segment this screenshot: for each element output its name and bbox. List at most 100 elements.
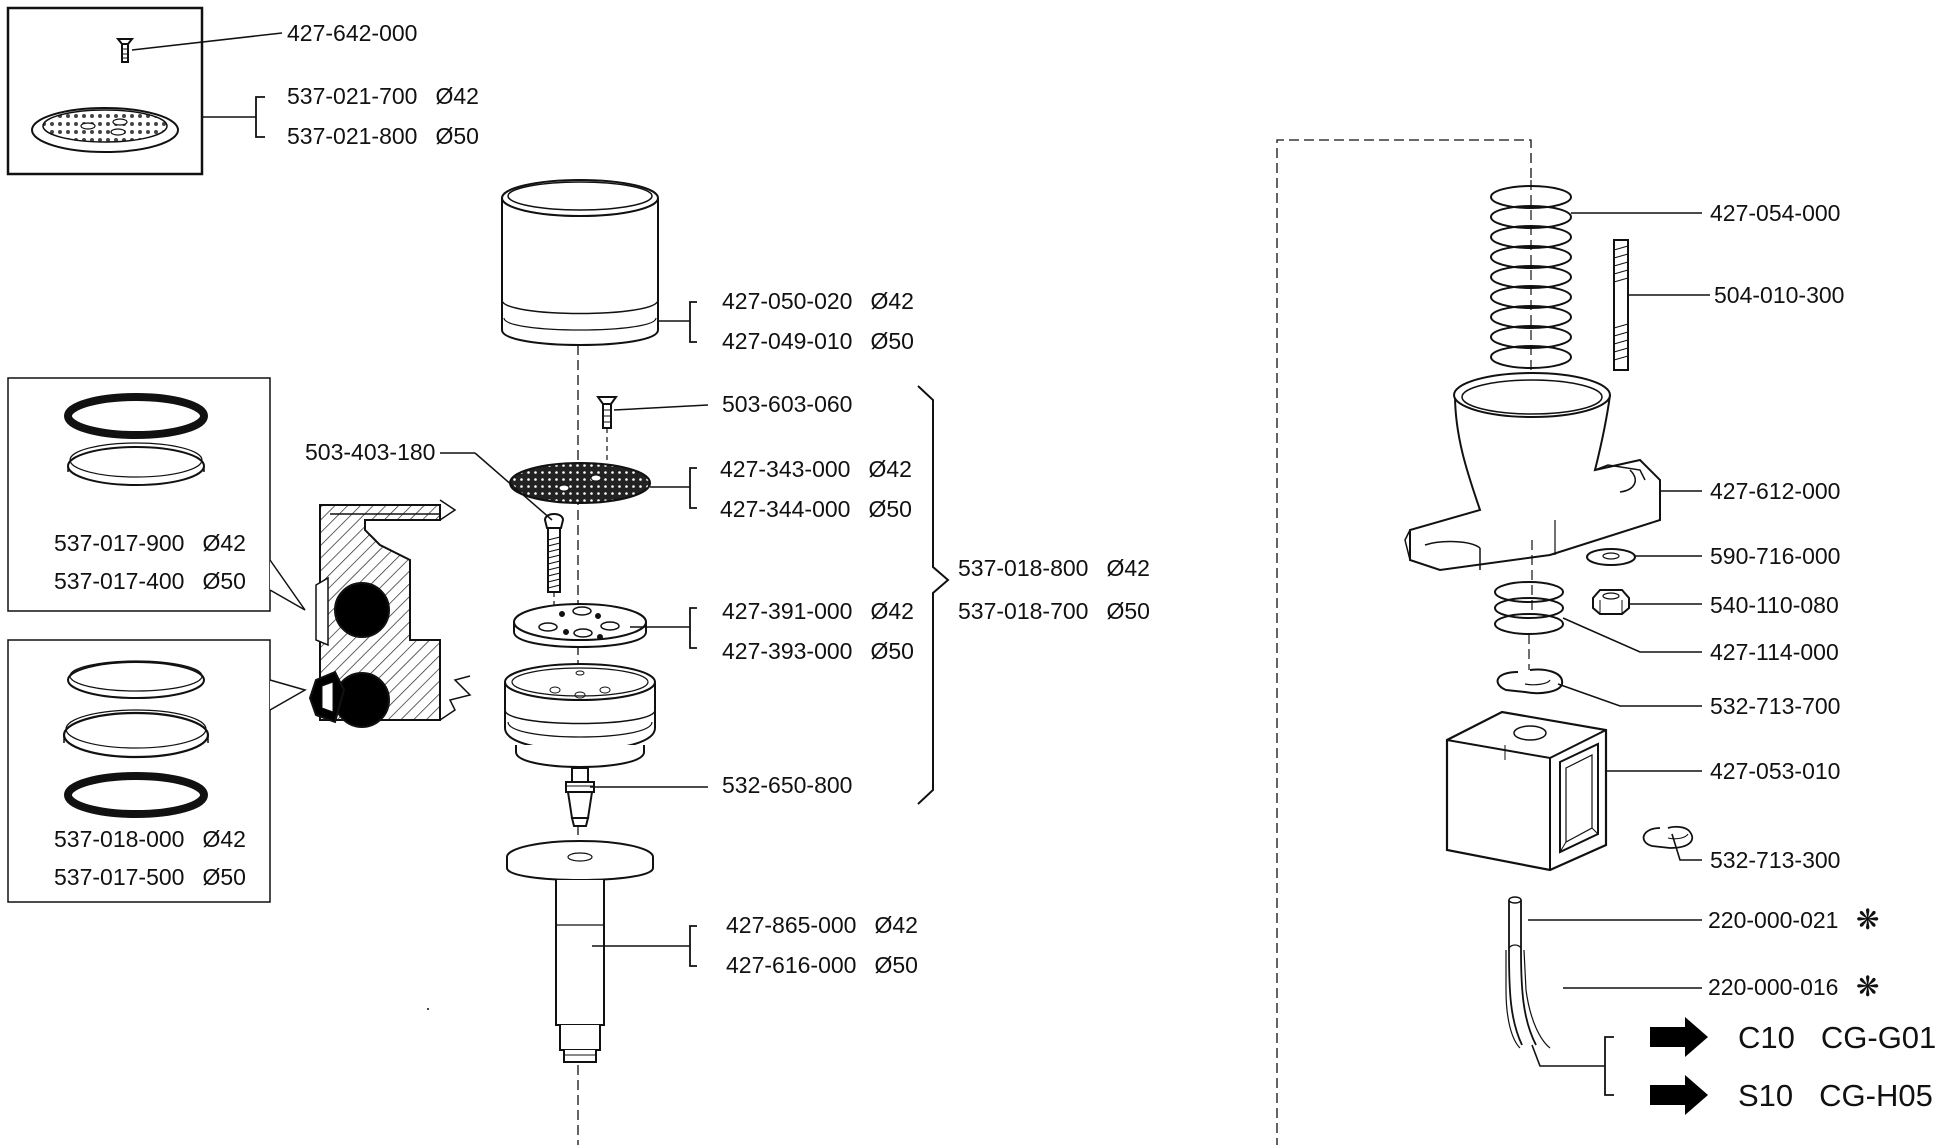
part-number: 427-616-000 — [726, 952, 857, 978]
part-number: 503-603-060 — [722, 391, 853, 417]
ref-s10-cg-h05: S10 CG-H05 — [1738, 1080, 1933, 1111]
diameter: Ø42 — [1106, 555, 1150, 581]
reference-arrows — [1650, 1017, 1708, 1115]
label-427-865-000: 427-865-000 Ø42 — [726, 914, 918, 937]
part-number: 427-049-010 — [722, 328, 853, 354]
diameter: Ø42 — [202, 826, 246, 852]
part-number: 427-343-000 — [720, 456, 851, 482]
inset-gasket-box-2 — [7, 639, 307, 903]
part-number: 427-050-020 — [722, 288, 853, 314]
diameter: Ø42 — [435, 83, 479, 109]
part-number: 427-344-000 — [720, 496, 851, 522]
shaft-427-865-000 — [506, 840, 654, 1063]
diameter: Ø50 — [202, 568, 246, 594]
ref-page: CG-H05 — [1819, 1078, 1933, 1113]
part-number: 220-000-016 — [1708, 974, 1839, 1000]
circlip-532-713-300 — [1642, 825, 1694, 849]
part-number: 537-021-700 — [287, 83, 418, 109]
label-427-393-000: 427-393-000 Ø50 — [722, 640, 914, 663]
label-220-000-016: 220-000-016 — [1708, 976, 1838, 999]
spring-427-054-000 — [1490, 180, 1572, 410]
part-number: 537-018-800 — [958, 555, 1089, 581]
center-leaders — [440, 301, 950, 967]
distributor-plate — [513, 603, 647, 648]
part-number: 540-110-080 — [1710, 592, 1839, 618]
threaded-rod-504-010-300 — [1613, 239, 1629, 371]
part-number: 537-018-700 — [958, 598, 1089, 624]
diameter: Ø42 — [870, 598, 914, 624]
label-427-053-010: 427-053-010 — [1710, 760, 1840, 783]
diameter: Ø42 — [868, 456, 912, 482]
label-532-713-300: 532-713-300 — [1710, 849, 1840, 872]
diameter: Ø50 — [1106, 598, 1150, 624]
label-503-403-180: 503-403-180 — [305, 441, 435, 464]
part-number: 532-713-300 — [1710, 847, 1841, 873]
part-number: 427-053-010 — [1710, 758, 1841, 784]
label-503-603-060: 503-603-060 — [722, 393, 852, 416]
label-427-344-000: 427-344-000 Ø50 — [720, 498, 912, 521]
washer-590-716-000 — [1586, 548, 1636, 566]
part-number: 427-393-000 — [722, 638, 853, 664]
part-number: 427-054-000 — [1710, 200, 1841, 226]
label-427-612-000: 427-612-000 — [1710, 480, 1840, 503]
label-532-713-700: 532-713-700 — [1710, 695, 1840, 718]
label-540-110-080: 540-110-080 — [1710, 594, 1839, 617]
part-number: 537-018-000 — [54, 826, 185, 852]
diameter: Ø50 — [435, 123, 479, 149]
part-number: 427-612-000 — [1710, 478, 1841, 504]
inset-shower-screen-box — [6, 6, 283, 176]
inset-gasket-box-1 — [7, 377, 306, 612]
diameter: Ø42 — [202, 530, 246, 556]
label-427-049-010: 427-049-010 Ø50 — [722, 330, 914, 353]
part-number: 590-716-000 — [1710, 543, 1841, 569]
screw-503-603-060 — [596, 396, 618, 470]
diameter: Ø42 — [874, 912, 918, 938]
diameter: Ø50 — [874, 952, 918, 978]
label-504-010-300: 504-010-300 — [1714, 284, 1844, 307]
label-532-650-800: 532-650-800 — [722, 774, 852, 797]
ref-code: C10 — [1738, 1020, 1795, 1055]
spring-427-114-000 — [1494, 581, 1564, 670]
part-number: 220-000-021 — [1708, 907, 1839, 933]
diameter: Ø42 — [870, 288, 914, 314]
label-537-021-700: 537-021-700 Ø42 — [287, 85, 479, 108]
right-leaders — [1528, 212, 1710, 1096]
circlip-532-713-700 — [1496, 668, 1564, 695]
shower-screen-disc — [509, 462, 651, 504]
diameter: Ø50 — [870, 638, 914, 664]
label-427-054-000: 427-054-000 — [1710, 202, 1840, 225]
diameter: Ø50 — [870, 328, 914, 354]
part-number: 427-114-000 — [1710, 639, 1839, 665]
label-590-716-000: 590-716-000 — [1710, 545, 1840, 568]
label-427-616-000: 427-616-000 Ø50 — [726, 954, 918, 977]
asterisk-marker-2: ❋ — [1856, 970, 1880, 1003]
ref-code: S10 — [1738, 1078, 1794, 1113]
part-number: 532-713-700 — [1710, 693, 1841, 719]
housing-427-612-000 — [1404, 372, 1661, 610]
part-number: 537-021-800 — [287, 123, 418, 149]
label-537-018-000: 537-018-000 Ø42 — [54, 828, 246, 851]
part-number: 427-865-000 — [726, 912, 857, 938]
nozzle-532-650-800 — [565, 767, 595, 827]
sleeve-427-053-010 — [1445, 710, 1608, 872]
diameter: Ø50 — [202, 864, 246, 890]
ref-page: CG-G01 — [1820, 1020, 1937, 1055]
part-number: 427-391-000 — [722, 598, 853, 624]
nut-540-110-080 — [1592, 589, 1630, 615]
label-537-021-800: 537-021-800 Ø50 — [287, 125, 479, 148]
diameter: Ø50 — [868, 496, 912, 522]
part-number: 537-017-400 — [54, 568, 185, 594]
label-220-000-021: 220-000-021 — [1708, 909, 1838, 932]
part-number: 504-010-300 — [1714, 282, 1845, 308]
group-head-body — [504, 663, 656, 768]
filter-cup — [501, 179, 659, 346]
part-number: 503-403-180 — [305, 439, 436, 465]
part-number: 427-642-000 — [287, 20, 418, 46]
label-427-343-000: 427-343-000 Ø42 — [720, 458, 912, 481]
asterisk-marker-1: ❋ — [1856, 903, 1880, 936]
part-number: 532-650-800 — [722, 772, 853, 798]
tube-220-000 — [1505, 896, 1551, 1049]
label-427-114-000: 427-114-000 — [1710, 641, 1839, 664]
label-537-018-700: 537-018-700 Ø50 — [958, 600, 1150, 623]
